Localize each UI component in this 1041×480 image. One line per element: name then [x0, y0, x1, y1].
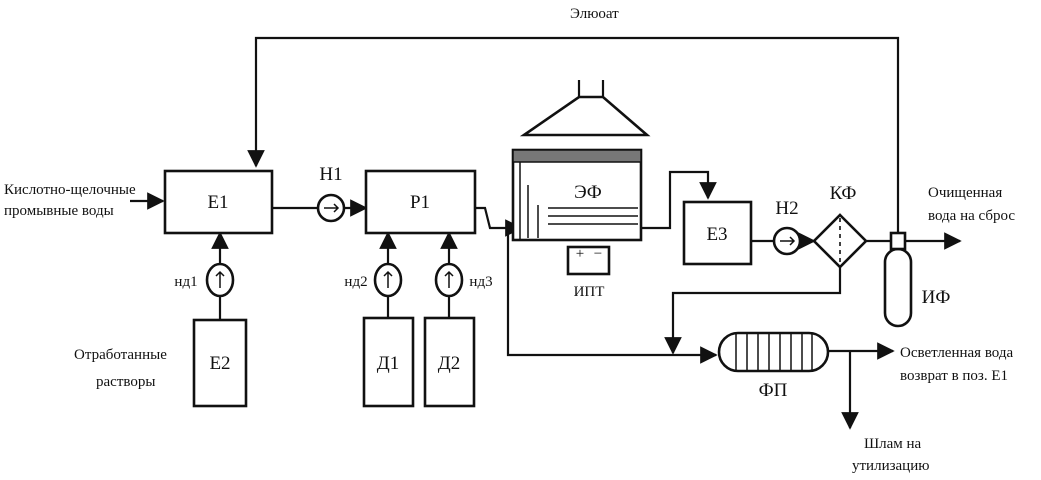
spent-solutions-line1: Отработанные: [74, 347, 167, 363]
nd1-label: нд1: [174, 274, 198, 290]
doser-d2: [423, 316, 476, 408]
clarified-label-line2: возврат в поз. Е1: [900, 368, 1009, 384]
sludge-label-line2: утилизацию: [852, 458, 930, 474]
electroflotator-ef: [511, 80, 651, 242]
ef-label: ЭФ: [574, 182, 602, 203]
nd3-label: нд3: [469, 274, 493, 290]
ion-filter-if: [883, 231, 913, 328]
bypass-to-fp-line: [506, 228, 718, 364]
d2-label: Д2: [437, 353, 461, 374]
if-label: ИФ: [921, 287, 951, 308]
r1-label: Р1: [409, 192, 431, 213]
outlet-label-line2: вода на сброс: [928, 208, 1016, 224]
n2-label: Н2: [775, 198, 799, 219]
spent-solutions-line2: растворы: [96, 374, 156, 390]
pump-nd2: [373, 262, 403, 298]
power-supply-ipt: [566, 245, 611, 276]
cartridge-filter-kf: [812, 213, 868, 269]
ipt-plus: +: [575, 246, 585, 262]
nd2-label: нд2: [344, 274, 368, 290]
eluate-return-line: [247, 36, 900, 236]
kf-label: КФ: [829, 183, 857, 204]
tank-e3: [682, 200, 753, 266]
n1-label: Н1: [319, 164, 343, 185]
r1-to-ef-line: [475, 206, 523, 237]
tank-e1: [163, 169, 274, 235]
e2-label: Е2: [209, 353, 231, 374]
pump-n1: [316, 193, 346, 223]
e1-label: Е1: [207, 192, 229, 213]
clarified-label-line1: Осветленная вода: [900, 345, 1014, 361]
kf-to-fp-line: [664, 266, 842, 355]
doser-d1: [362, 316, 415, 408]
ipt-label: ИПТ: [573, 284, 605, 300]
outlet-label-line1: Очищенная: [928, 185, 1003, 201]
inlet-label-line2: промывные воды: [4, 203, 114, 219]
ef-to-e3-line: [641, 170, 717, 230]
pump-nd3: [434, 262, 464, 298]
pump-nd1: [205, 262, 235, 298]
ipt-minus: −: [593, 246, 603, 262]
sludge-label-line1: Шлам на: [864, 436, 922, 452]
fp-label: ФП: [758, 380, 788, 401]
eluate-label: Элюоат: [570, 6, 619, 22]
reactor-r1: [364, 169, 477, 235]
filter-press-fp: [717, 331, 830, 373]
tank-e2: [192, 318, 248, 408]
d1-label: Д1: [376, 353, 400, 374]
inlet-label-line1: Кислотно-щелочные: [4, 182, 136, 198]
pump-n2: [772, 226, 802, 256]
e3-label: Е3: [706, 224, 728, 245]
